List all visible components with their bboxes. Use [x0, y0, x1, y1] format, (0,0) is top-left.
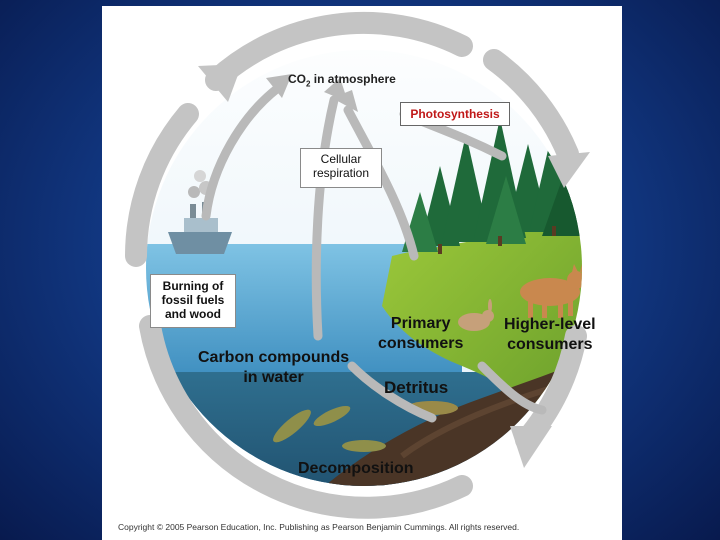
arrowhead-top	[198, 64, 242, 102]
arrowhead-right	[548, 152, 590, 188]
forest	[402, 118, 582, 252]
detritus-label: Detritus	[384, 378, 449, 397]
co2-in-atmosphere-label: CO2 in atmosphere	[288, 72, 396, 89]
primary-consumers-label: Primary consumers	[378, 315, 464, 352]
fish	[273, 401, 458, 452]
lynx	[520, 264, 582, 318]
burning-fossil-fuels-box: Burning of fossil fuels and wood	[150, 274, 236, 328]
carbon-cycle-figure: CO2 in atmosphere Photosynthesis Cellula…	[102, 6, 622, 540]
arrowhead-bottom	[510, 426, 552, 468]
copyright-notice: Copyright © 2005 Pearson Education, Inc.…	[118, 522, 520, 532]
cellular-respiration-box: Cellular respiration	[300, 148, 382, 188]
cycle-arrows	[125, 11, 587, 519]
flow-arrows	[201, 83, 547, 423]
rabbit	[458, 299, 494, 331]
carbon-compounds-in-water-label: Carbon compounds in water	[198, 349, 350, 386]
decomposition-label: Decomposition	[298, 460, 414, 477]
ship	[168, 170, 232, 254]
higher-level-consumers-label: Higher-level consumers	[504, 316, 596, 353]
photosynthesis-box: Photosynthesis	[400, 102, 510, 126]
